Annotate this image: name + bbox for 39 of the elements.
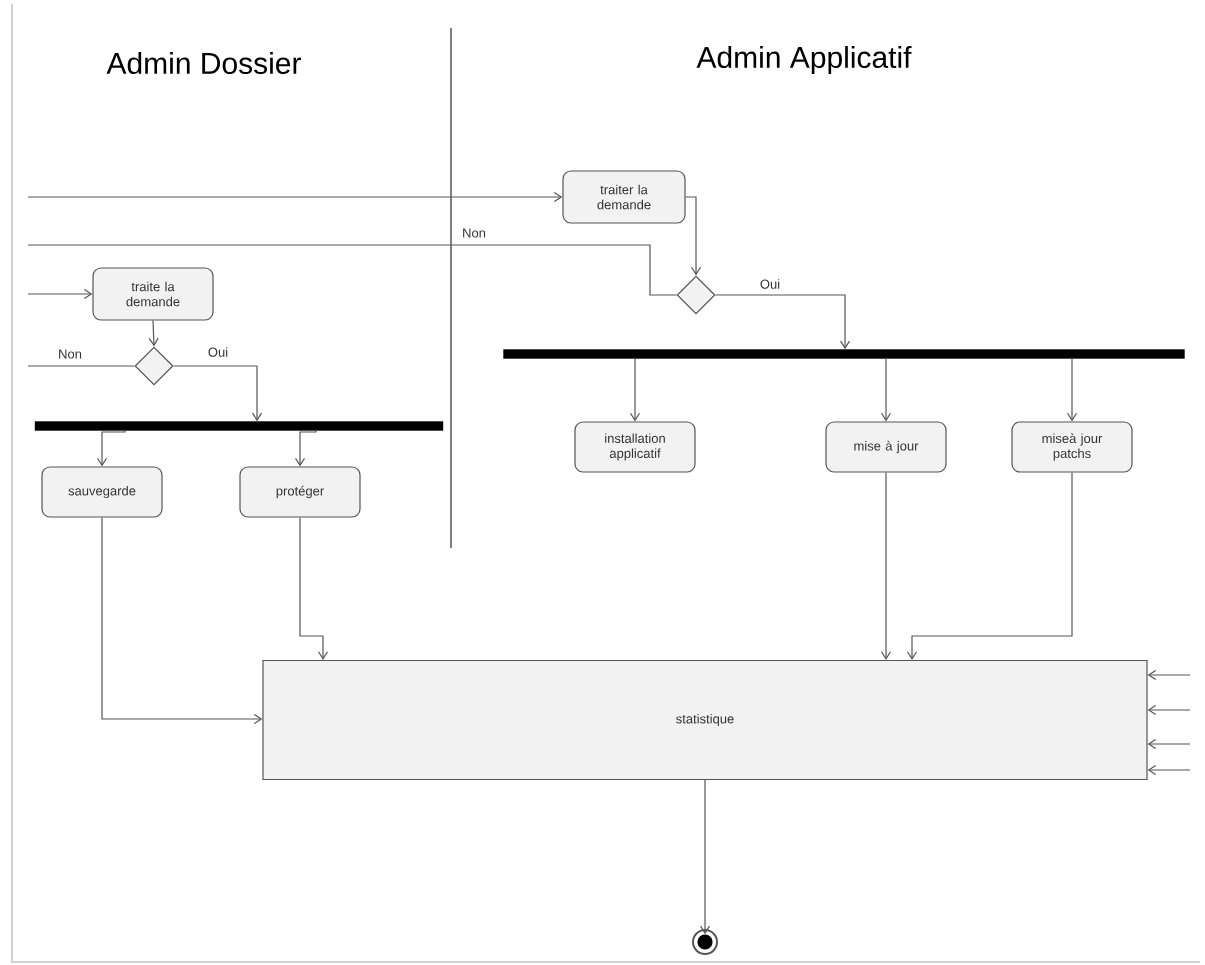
arrow xyxy=(294,430,317,467)
lane-title: Admin Applicatif xyxy=(696,46,912,74)
arrow xyxy=(299,517,329,660)
action-box: protéger xyxy=(239,466,361,518)
arrow xyxy=(96,430,126,467)
arrow xyxy=(1147,738,1191,750)
final-node xyxy=(692,929,718,955)
arrow xyxy=(685,196,702,276)
edge-label: Non xyxy=(57,348,83,360)
action-box: miseà jour patchs xyxy=(1011,421,1133,473)
arrow xyxy=(699,779,711,935)
decision-diamond xyxy=(676,275,716,315)
edge-label: Oui xyxy=(206,346,230,358)
arrow xyxy=(27,288,93,300)
lane-title: Admin Dossier xyxy=(106,52,301,74)
action-box: traite la demande xyxy=(92,267,214,321)
process-box: statistique xyxy=(262,659,1148,781)
arrow xyxy=(101,517,263,725)
edge-label: Oui xyxy=(758,278,782,290)
arrow xyxy=(1066,358,1078,422)
arrow xyxy=(715,294,851,350)
decision-diamond xyxy=(134,346,174,386)
action-box: mise à jour xyxy=(825,421,947,473)
arrow xyxy=(880,358,892,422)
arrow xyxy=(1147,704,1191,716)
arrow xyxy=(629,358,641,422)
arrow xyxy=(148,320,159,347)
arrow xyxy=(880,472,892,660)
fork-bar xyxy=(503,349,1185,359)
arrow xyxy=(1147,669,1191,681)
edge-label: Non xyxy=(461,227,487,239)
action-box: installation applicatif xyxy=(574,421,696,473)
action-box: traiter la demande xyxy=(562,170,686,224)
arrow xyxy=(27,191,563,203)
arrow xyxy=(173,365,263,422)
arrow xyxy=(1147,764,1191,776)
arrow xyxy=(906,472,1073,660)
fork-bar xyxy=(34,421,444,431)
action-box: sauvegarde xyxy=(41,466,163,518)
